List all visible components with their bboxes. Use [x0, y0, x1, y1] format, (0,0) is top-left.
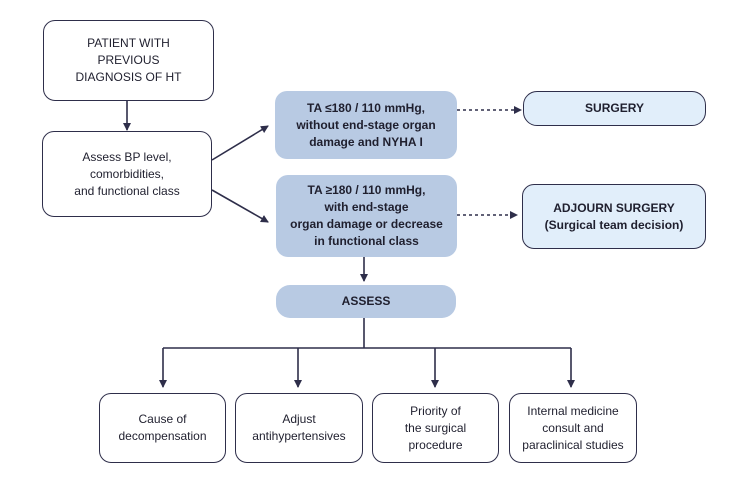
surgery-label: SURGERY [585, 101, 644, 115]
arrow-to-ta-high [211, 189, 269, 223]
ta-high-box: TA ≥180 / 110 mmHg, with end-stage organ… [276, 175, 457, 257]
priority-box: Priority of the surgical procedure [372, 393, 499, 463]
patient-label: PATIENT WITH PREVIOUS DIAGNOSIS OF HT [75, 36, 182, 84]
patient-box: PATIENT WITH PREVIOUS DIAGNOSIS OF HT [43, 20, 214, 101]
assess-label: ASSESS [341, 294, 391, 308]
ta-low-box: TA ≤180 / 110 mmHg, without end-stage or… [275, 91, 457, 159]
cause-box: Cause of decompensation [99, 393, 226, 463]
ta-high-label: TA ≥180 / 110 mmHg, with end-stage organ… [290, 183, 443, 248]
assess-box: ASSESS [276, 285, 456, 318]
ta-low-label: TA ≤180 / 110 mmHg, without end-stage or… [296, 100, 436, 149]
adjourn-box: ADJOURN SURGERY (Surgical team decision) [522, 184, 706, 249]
adjust-box: Adjust antihypertensives [235, 393, 363, 463]
arrow-to-ta-low [211, 125, 269, 161]
internal-box: Internal medicine consult and paraclinic… [509, 393, 637, 463]
internal-label: Internal medicine consult and paraclinic… [522, 403, 624, 452]
adjourn-label: ADJOURN SURGERY (Surgical team decision) [544, 200, 684, 232]
cause-label: Cause of decompensation [118, 412, 207, 443]
assess-bp-box: Assess BP level, comorbidities, and func… [42, 131, 212, 217]
surgery-box: SURGERY [523, 91, 706, 126]
priority-label: Priority of the surgical procedure [404, 403, 467, 452]
adjust-label: Adjust antihypertensives [252, 412, 346, 443]
assess-bp-label: Assess BP level, comorbidities, and func… [74, 149, 180, 198]
